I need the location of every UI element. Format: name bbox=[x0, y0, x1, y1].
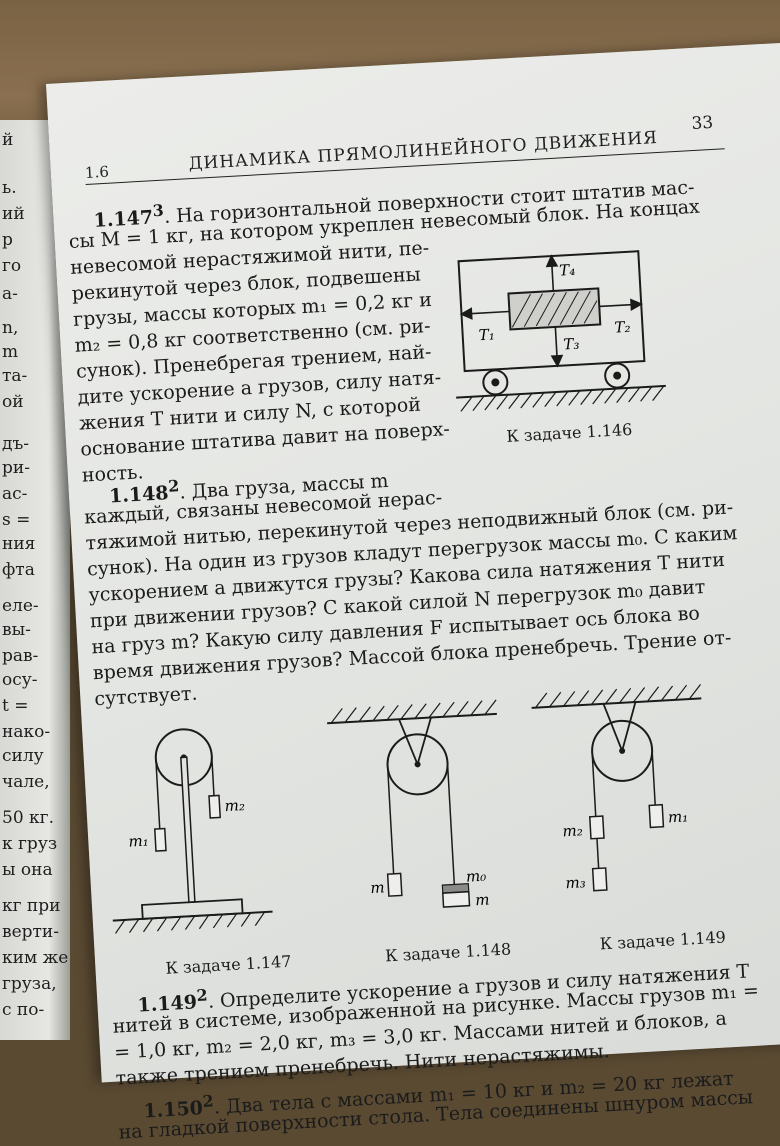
left-page-fragment: вы- bbox=[2, 620, 31, 640]
weight-m3 bbox=[591, 867, 608, 892]
figure-148: m m₀ m bbox=[327, 699, 497, 910]
label-m-right: m bbox=[475, 891, 490, 910]
book-page: 1.6 ДИНАМИКА ПРЯМОЛИНЕЙНОГО ДВИЖЕНИЯ 33 … bbox=[46, 40, 780, 1144]
ceiling-149 bbox=[531, 697, 702, 709]
chapter-title: ДИНАМИКА ПРЯМОЛИНЕЙНОГО ДВИЖЕНИЯ bbox=[188, 127, 659, 175]
left-page-fragment: ким же bbox=[2, 948, 69, 968]
left-page-fragment: та- bbox=[2, 366, 28, 386]
left-page-fragment: s = bbox=[2, 510, 31, 530]
section-number: 1.6 bbox=[84, 162, 110, 182]
label-m1: m₁ bbox=[128, 831, 149, 850]
left-page-fragment: еле- bbox=[2, 596, 39, 616]
left-page-fragment: го bbox=[2, 256, 22, 276]
stand-rod bbox=[180, 756, 196, 904]
label-t3: T₃ bbox=[563, 335, 580, 354]
label-m3: m₃ bbox=[565, 873, 586, 892]
left-page-fragment: n, bbox=[2, 318, 19, 338]
figure-146: T₄ T₃ T₁ T₂ bbox=[456, 250, 666, 412]
figure-147: m₁ m₂ bbox=[112, 728, 273, 934]
label-m-left: m bbox=[370, 878, 385, 897]
caption-147: К задаче 1.147 bbox=[165, 951, 292, 978]
left-page-fragment: чале, bbox=[2, 772, 50, 792]
weight-m-left bbox=[386, 872, 403, 897]
left-page-fragment: осу- bbox=[2, 670, 38, 690]
problem-149-level: 2 bbox=[196, 985, 209, 1005]
left-page-fragment: дъ- bbox=[2, 434, 30, 454]
label-t1: T₁ bbox=[478, 325, 495, 344]
left-page-fragment: силу bbox=[2, 746, 44, 766]
weight-m2 bbox=[208, 794, 222, 819]
problem-148-line-9: сутствует. bbox=[93, 682, 199, 711]
left-page-fragment: р bbox=[2, 230, 13, 250]
left-page-fragment: ас- bbox=[2, 484, 28, 504]
left-page-fragment: ь. bbox=[2, 178, 17, 198]
label-t4: T₄ bbox=[559, 261, 576, 280]
left-page-fragment: с по- bbox=[2, 1000, 45, 1020]
problem-148-level: 2 bbox=[167, 476, 180, 496]
left-page-fragment: ри- bbox=[2, 458, 30, 478]
left-page-fragment: а- bbox=[2, 284, 18, 304]
left-page-fragment: фта bbox=[2, 560, 35, 580]
ground-line bbox=[456, 384, 666, 399]
left-page-fragment: m bbox=[2, 342, 19, 362]
problem-147-level: 3 bbox=[152, 200, 165, 221]
left-page-fragment: й bbox=[2, 130, 14, 150]
label-m2: m₂ bbox=[224, 796, 245, 815]
problem-150-level: 2 bbox=[202, 1091, 215, 1111]
page-number: 33 bbox=[691, 112, 714, 135]
ceiling-148 bbox=[327, 712, 497, 725]
label-t2: T₂ bbox=[614, 318, 631, 337]
label-m2: m₂ bbox=[562, 821, 583, 840]
weight-m2 bbox=[588, 815, 605, 840]
left-page-fragment: t = bbox=[2, 696, 29, 716]
left-page-fragment: кг при bbox=[2, 896, 61, 916]
left-page-fragment: к груз bbox=[2, 834, 58, 854]
left-page-fragment: ы она bbox=[2, 860, 53, 880]
cart-frame bbox=[457, 250, 646, 373]
left-page-fragment: ий bbox=[2, 204, 25, 224]
left-page-fragment: нако- bbox=[2, 722, 51, 742]
label-m1: m₁ bbox=[667, 807, 688, 826]
weight-m1 bbox=[648, 803, 665, 829]
left-page-fragment: ния bbox=[2, 534, 36, 554]
label-m0: m₀ bbox=[465, 867, 486, 886]
caption-149: К задаче 1.149 bbox=[599, 927, 727, 954]
left-page-fragment: груза, bbox=[2, 974, 57, 994]
left-page-fragment: рав- bbox=[2, 646, 39, 666]
figure-149: m₂ m₃ m₁ bbox=[531, 684, 702, 892]
left-page-fragment: верти- bbox=[2, 922, 59, 942]
weight-m1 bbox=[153, 827, 167, 852]
left-page-fragment: 50 кг. bbox=[2, 808, 54, 828]
weight-m-right bbox=[441, 890, 471, 908]
caption-148: К задаче 1.148 bbox=[384, 939, 512, 966]
left-page-fragment: ой bbox=[2, 392, 24, 412]
